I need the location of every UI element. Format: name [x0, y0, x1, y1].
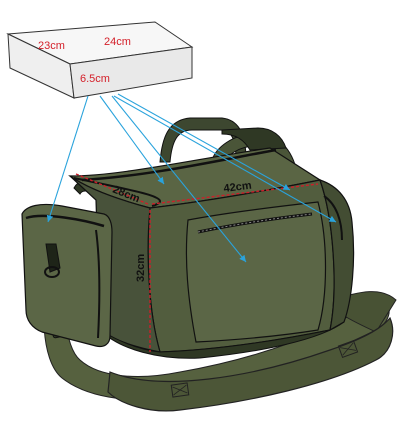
bag-height-label: 32cm	[135, 254, 147, 282]
pad-logo-right	[337, 339, 359, 359]
end-pocket-side-zip	[95, 229, 101, 339]
strap-band	[43, 271, 390, 401]
box-front-face	[69, 46, 193, 99]
strap-clip	[45, 243, 61, 273]
dim-length-line	[151, 183, 319, 205]
top-zipper	[81, 148, 277, 182]
end-pocket	[21, 203, 113, 348]
box-height-label: 6.5cm	[80, 73, 110, 85]
bag-base	[99, 321, 345, 359]
arrow-to-main	[117, 93, 291, 191]
bag-right-end	[319, 179, 355, 332]
bag-length-label: 42cm	[223, 180, 253, 195]
bag-body	[21, 147, 355, 359]
strap-ring	[44, 266, 60, 278]
arrow-to-top	[99, 95, 165, 185]
end-pocket-zipper	[25, 214, 105, 228]
shoulder-pad	[107, 316, 394, 412]
box-length-label: 24cm	[104, 36, 131, 48]
box-width-label: 23cm	[38, 40, 65, 52]
dim-width-line	[75, 173, 149, 205]
arrow-to-front-pocket	[111, 95, 247, 263]
pad-logo-left	[170, 382, 190, 398]
front-pocket	[185, 201, 327, 343]
arrow-to-end-pocket	[46, 95, 89, 223]
pocket-arrows	[46, 93, 337, 263]
right-end-zipper	[323, 195, 343, 241]
storage-box: 23cm 24cm 6.5cm	[6, 21, 194, 99]
arrow-to-right-end	[113, 95, 337, 223]
